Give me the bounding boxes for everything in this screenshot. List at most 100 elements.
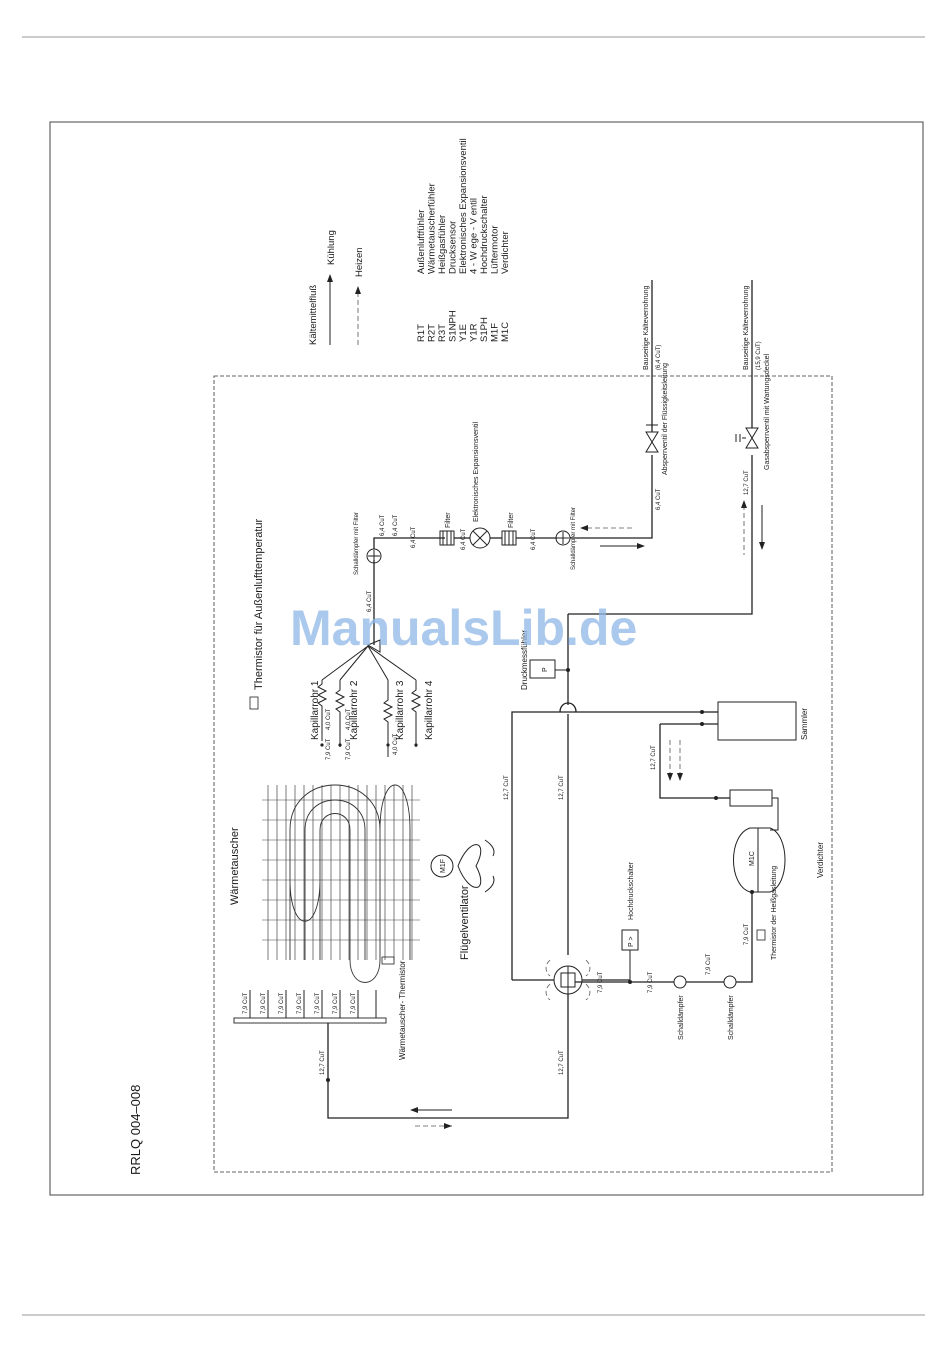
hx-pipe-size: 7,9 CuT	[279, 992, 285, 1014]
size-dis-2: 7,9 CuT	[706, 953, 712, 975]
legend-code-s1nph: S1NPH	[448, 310, 459, 342]
field-gas-label: Bauseitige Kälteverrohrung	[743, 285, 750, 370]
component-legend: R1TAußenluftfühlerR2TWärmetauscherfühler…	[416, 138, 511, 342]
cap-size-1: 4,0 CuT	[326, 708, 332, 730]
fan-blades	[457, 844, 482, 888]
heat-exchanger-label: Wärmetauscher	[229, 827, 241, 905]
legend-code-r2t: R2T	[427, 324, 438, 342]
size-liq-6: 6,4 CuT	[531, 528, 537, 550]
flow-legend: Kältemittelfluß Kühlung Heizen	[308, 230, 365, 345]
legend-name-y1e: Elektronisches Expansionsventil	[458, 138, 469, 274]
fan-motor-code: M1F	[440, 859, 447, 873]
size-dis-4: 7,9 CuT	[598, 971, 604, 993]
capillary-3-label: Kapillarrohr 3	[395, 680, 406, 740]
size-dis-1: 7,9 CuT	[744, 923, 750, 945]
receiver-label: Sammler	[800, 708, 809, 740]
legend-name-m1f: Lüftermotor	[490, 225, 501, 274]
watermark: ManualsLib.de	[290, 600, 637, 656]
high-pressure-switch	[621, 929, 639, 951]
legend-name-s1ph: Hochdruckschalter	[479, 195, 490, 274]
hot-gas-thermistor-label: Thermistor der Heißgasleitung	[771, 866, 778, 960]
pressure-sensor	[529, 659, 556, 679]
size-liq-1: 6,4 CuT	[367, 590, 373, 612]
muffler-1	[723, 975, 737, 989]
unit-boundary	[213, 375, 833, 1173]
capillary-2-label: Kapillarrohr 2	[349, 680, 360, 740]
hx-pipe-size: 7,9 CuT	[297, 992, 303, 1014]
field-gas-size: (15,9 CuT)	[756, 341, 762, 370]
capillary-1-label: Kapillarrohr 1	[310, 680, 321, 740]
stop-valve-liquid	[645, 431, 659, 453]
hx-thermistor-label: Wärmetauscher- Thermistor	[398, 960, 407, 1060]
legend-code-y1e: Y1E	[458, 324, 469, 342]
cap-size-2: 4,0 CuT	[346, 708, 352, 730]
hx-pipe-size: 7,9 CuT	[333, 992, 339, 1014]
size-liq-5: 6,4 CuT	[461, 528, 467, 550]
size-main-1: 12,7 CuT	[559, 775, 565, 800]
cap-size-3: 4,0 CuT	[393, 733, 399, 755]
flow-legend-title: Kältemittelfluß	[308, 285, 319, 345]
size-ret-2: 12,7 CuT	[320, 1050, 326, 1075]
model-label: RRLQ 004–008	[128, 1085, 143, 1175]
compressor-code: M1C	[749, 851, 756, 866]
legend-name-s1nph: Drucksensor	[448, 221, 459, 274]
field-liquid-label: Bauseitige Kälteverrohrung	[643, 285, 650, 370]
hx-thermistor-symbol	[381, 956, 395, 965]
field-liquid-size: (6,4 CuT)	[656, 345, 662, 370]
heat-exchanger-coil	[289, 784, 411, 983]
cap-size-5: 7,9 CuT	[346, 738, 352, 760]
legend-code-m1c: M1C	[500, 322, 511, 342]
size-ret-1: 12,7 CuT	[559, 1050, 565, 1075]
size-rec: 12,7 CuT	[651, 745, 657, 770]
size-liq-2: 6,4 CuT	[380, 514, 386, 536]
legend-code-s1ph: S1PH	[479, 317, 490, 342]
size-liq-4: 6,4 CuT	[411, 526, 417, 548]
diagram-frame	[49, 121, 924, 1196]
fan: M1F Flügelventilator	[430, 839, 495, 960]
size-gas-1: 12,7 CuT	[744, 470, 750, 495]
hx-pipe-size: 7,9 CuT	[351, 992, 357, 1014]
piping: 6,4 CuT 6,4 CuT 6,4 CuT 6,4 CuT Schalldä…	[320, 280, 825, 1129]
heat-exchanger-fins	[262, 785, 420, 960]
hot-gas-thermistor-symbol	[756, 929, 766, 941]
expansion-valve-label: Elektronisches Expansionsventil	[473, 422, 480, 522]
size-main-2: 12,7 CuT	[504, 775, 510, 800]
muffler-2-label: Schalldämpfer	[678, 995, 685, 1040]
gas-stop-valve	[745, 427, 759, 449]
cooling-arrowhead	[327, 274, 333, 282]
legend-code-y1r: Y1R	[469, 323, 480, 342]
hp-symbol: P >	[628, 936, 635, 947]
capillary-4-label: Kapillarrohr 4	[424, 680, 435, 740]
filter-1-label: Filter	[445, 512, 452, 528]
capillary-tubes: Kapillarrohr 1 Kapillarrohr 2 Kapillarro…	[310, 639, 435, 760]
fan-label: Flügelventilator	[459, 885, 471, 960]
filter-2-label: Filter	[508, 512, 515, 528]
thermistor-outdoor-symbol	[249, 696, 259, 710]
heat-exchanger: Wärmetauscher	[229, 784, 420, 983]
compressor-label: Verdichter	[816, 842, 825, 878]
gas-valve-label: Gasabsperrventil mit Wartungsdeckel	[764, 353, 771, 470]
size-liq-7: 6,4 CuT	[656, 488, 662, 510]
size-dis-3: 7,9 CuT	[648, 971, 654, 993]
cap-size-4: 7,9 CuT	[326, 738, 332, 760]
hx-header	[233, 1017, 387, 1024]
legend-name-r2t: Wärmetauscherfühler	[427, 183, 438, 274]
legend-code-r3t: R3T	[437, 324, 448, 342]
pressure-symbol: P	[542, 667, 549, 672]
muffler-filter-top-label: Schalldämpfer mit Filter	[354, 512, 360, 575]
legend-name-y1r: 4 - W ege - V entil	[469, 198, 480, 274]
legend-name-m1c: Verdichter	[500, 231, 511, 274]
cooling-label: Kühlung	[326, 230, 337, 265]
size-liq-3: 6,4 CuT	[393, 514, 399, 536]
stop-valve-liquid-label: Absperrventil der Flüssigkeitsleitung	[662, 363, 669, 475]
legend-code-r1t: R1T	[416, 324, 427, 342]
compressor	[733, 827, 786, 893]
pressure-sensor-label: Druckmessfühler	[520, 630, 529, 690]
hx-pipe-size: 7,9 CuT	[261, 992, 267, 1014]
legend-name-r3t: Heißgasfühler	[437, 215, 448, 274]
heating-arrowhead	[355, 286, 361, 294]
